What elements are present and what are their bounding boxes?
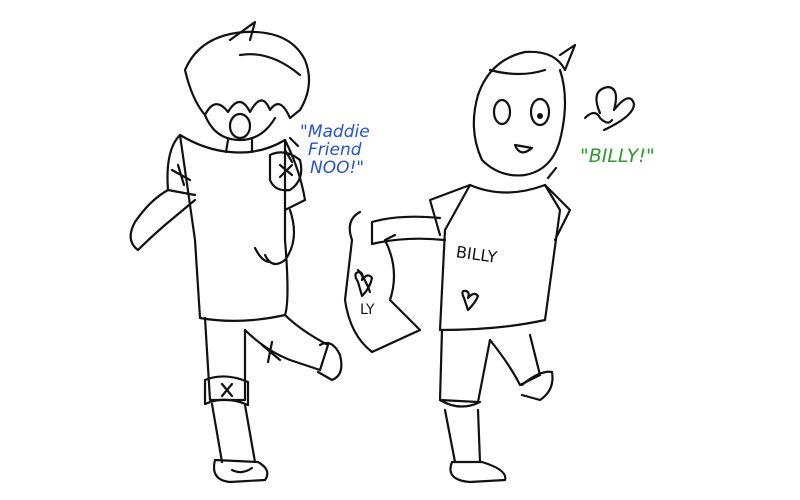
held-shirt	[343, 210, 422, 354]
right-character	[370, 43, 577, 484]
speech-right: "BILLY!"	[580, 145, 655, 167]
speech-ticks-left	[283, 136, 300, 164]
speech-left-line-3: NOO!"	[310, 157, 365, 178]
speech-left-line-2: Friend	[308, 139, 362, 160]
speech-left-line-1: "Maddie	[300, 122, 370, 142]
speech-ticks-right	[548, 168, 560, 178]
left-character	[129, 20, 343, 484]
heart-doodle	[354, 85, 636, 312]
speech-left: "Maddie Friend NOO!"	[300, 122, 370, 178]
shirt-text-held: LY	[360, 302, 375, 318]
